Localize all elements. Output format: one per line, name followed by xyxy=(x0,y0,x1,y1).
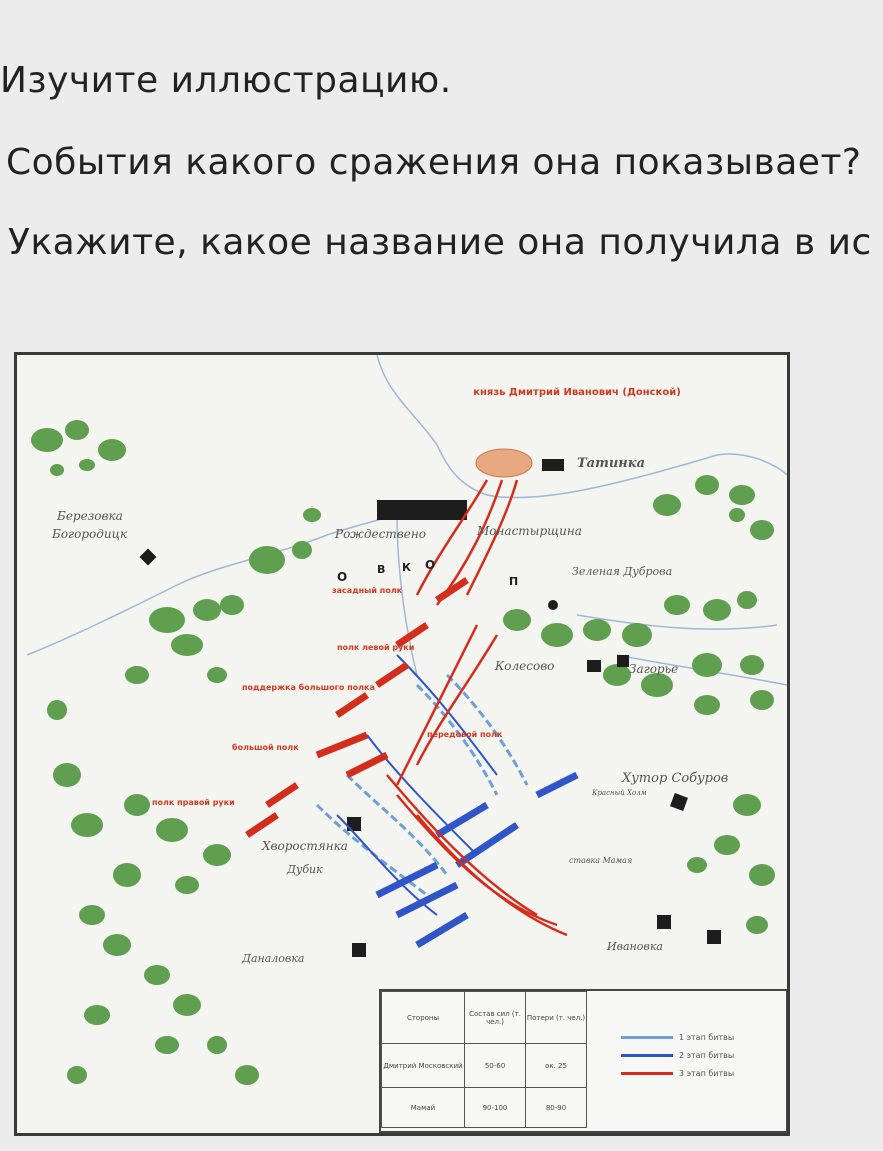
place-donskaya: Даналовка xyxy=(241,952,304,965)
stage-2-positions xyxy=(375,771,579,949)
place-kolesovo: Колесово xyxy=(494,659,554,673)
row1-side: Дмитрий Московский xyxy=(381,1043,465,1088)
header-sides: Стороны xyxy=(381,991,465,1044)
unit-levaya-ruka: полк левой руки xyxy=(337,643,414,652)
question-line-3: Укажите, какое название она получила в и… xyxy=(8,222,872,263)
stage-2-movements xyxy=(336,654,498,916)
battle-map: князь Дмитрий Иванович (Донской) Татинка… xyxy=(14,352,790,1136)
rivers xyxy=(26,355,787,686)
unit-peredovoy: передовой полк xyxy=(427,730,503,739)
unit-zasadny: засадный полк xyxy=(332,586,403,595)
place-zelenaya-dubrava: Зеленая Дуброва xyxy=(572,565,672,578)
legend-stage-3-line xyxy=(621,1072,673,1075)
place-rozhdestveno: Рождествено xyxy=(334,527,426,541)
row1-forces: 50-60 xyxy=(464,1043,526,1088)
settlements xyxy=(139,459,721,957)
place-berezovka: Березовка xyxy=(56,509,123,523)
battle-map-drawing: князь Дмитрий Иванович (Донской) Татинка… xyxy=(26,355,787,1085)
letter-o: О xyxy=(337,570,347,584)
stage-3-movements xyxy=(386,479,568,937)
place-khvorostyanka: Хворостянка xyxy=(261,839,348,853)
question-line-1: Изучите иллюстрацию. xyxy=(0,60,452,101)
place-tatinka: Татинка xyxy=(577,456,645,471)
camp-marker xyxy=(475,448,533,478)
forces-table: Стороны Состав сил (т. чел.) Потери (т. … xyxy=(381,991,587,1128)
unit-podderzhka: поддержка большого полка xyxy=(242,682,375,692)
header-forces: Состав сил (т. чел.) xyxy=(464,991,526,1044)
place-zagore: Загорье xyxy=(629,662,678,676)
stage-3-positions xyxy=(245,577,469,838)
letter-v: В xyxy=(377,563,385,576)
place-monastyrshchina: Монастырщина xyxy=(476,524,582,538)
place-krasny-kholm: Красный Холм xyxy=(591,789,647,797)
forests xyxy=(31,420,775,1085)
letter-p: П xyxy=(509,575,518,588)
place-ivanovka: Ивановка xyxy=(606,940,663,953)
place-bogoroditsk: Богородицк xyxy=(51,527,128,541)
row2-losses: 80-90 xyxy=(525,1087,587,1128)
legend: Стороны Состав сил (т. чел.) Потери (т. … xyxy=(379,989,787,1133)
legend-stage-2-line xyxy=(621,1054,673,1057)
row2-side: Мамай xyxy=(381,1087,465,1128)
place-khutor-sobutov: Хутор Собуров xyxy=(621,771,728,786)
legend-stage-1: 1 этап битвы xyxy=(621,1033,734,1042)
header-losses: Потери (т. чел.) xyxy=(525,991,587,1044)
letter-o-2: О xyxy=(425,558,435,572)
row2-forces: 90-100 xyxy=(464,1087,526,1128)
legend-stage-1-line xyxy=(621,1036,673,1039)
row1-losses: ок. 25 xyxy=(525,1043,587,1088)
legend-stage-2: 2 этап битвы xyxy=(621,1051,734,1060)
commander-label: князь Дмитрий Иванович (Донской) xyxy=(473,387,681,398)
letter-k: К xyxy=(402,561,411,574)
place-stavka-mamaya: ставка Мамая xyxy=(569,856,632,865)
stage-1-movements xyxy=(315,673,529,897)
unit-bolshoy: большой полк xyxy=(232,742,299,752)
question-line-2: События какого сражения она показывает? xyxy=(6,142,862,183)
place-dubik: Дубик xyxy=(286,863,323,876)
unit-pravaya-ruka: полк правой руки xyxy=(152,798,235,807)
legend-stage-3: 3 этап битвы xyxy=(621,1069,734,1078)
